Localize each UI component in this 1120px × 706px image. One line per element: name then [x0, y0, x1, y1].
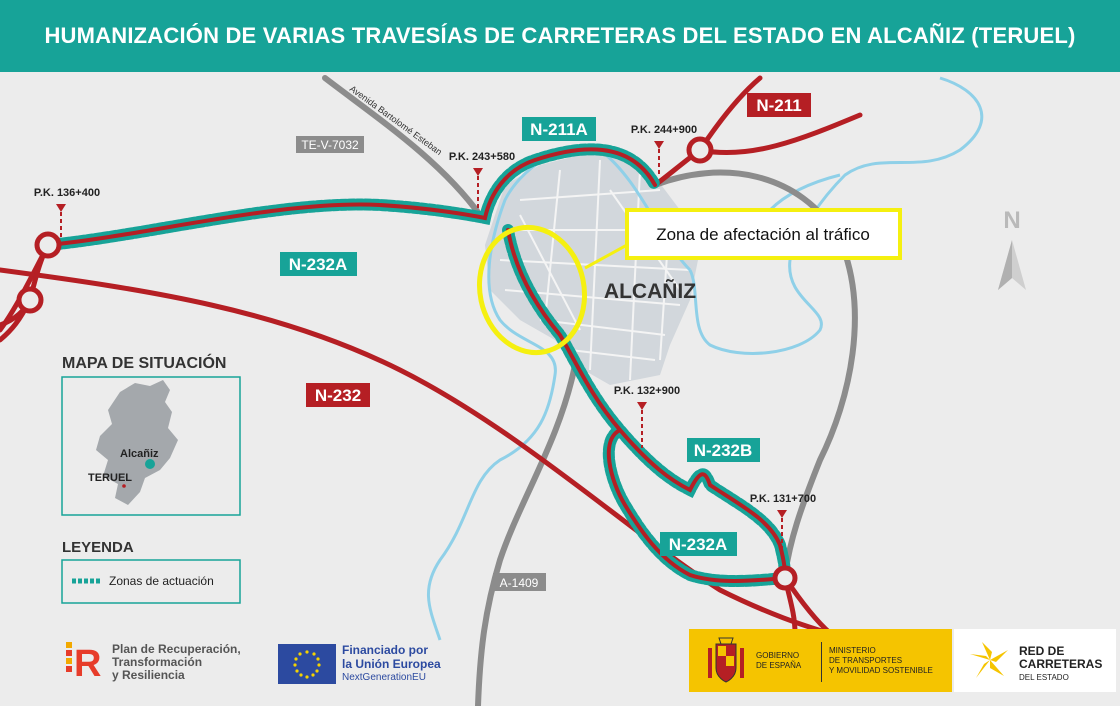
- city-label: ALCAÑIZ: [604, 280, 696, 303]
- svg-text:TE-V-7032: TE-V-7032: [301, 138, 359, 152]
- svg-text:P.K. 136+400: P.K. 136+400: [34, 187, 100, 199]
- gobierno-text: GOBIERNO DE ESPAÑA: [756, 651, 802, 670]
- callout-box: [625, 208, 902, 260]
- pk-marker-243: P.K. 243+580: [449, 151, 515, 210]
- svg-text:N-232A: N-232A: [289, 255, 348, 274]
- red-carreteras-panel: [954, 629, 1116, 692]
- eu-text: Financiado por la Unión Europea NextGene…: [342, 643, 441, 683]
- gray-road: [322, 75, 858, 706]
- pk-marker-244: P.K. 244+900: [631, 124, 697, 175]
- svg-text:A-1409: A-1409: [500, 576, 539, 590]
- svg-text:P.K. 131+700: P.K. 131+700: [750, 493, 816, 505]
- pk-marker-131: P.K. 131+700: [750, 493, 816, 560]
- red-carreteras-logo-icon: [970, 640, 1010, 682]
- ministerio-text: MINISTERIO DE TRANSPORTES Y MOVILIDAD SO…: [829, 646, 933, 675]
- svg-text:P.K. 244+900: P.K. 244+900: [631, 124, 697, 136]
- prtr-logo: R: [62, 640, 106, 685]
- actuation-zones: [42, 143, 792, 587]
- aragon-region: [96, 380, 178, 505]
- page-title: HUMANIZACIÓN DE VARIAS TRAVESÍAS DE CARR…: [44, 23, 1076, 48]
- roundabout: [16, 136, 798, 591]
- prtr-text: Plan de Recuperación, Transformación y R…: [112, 642, 241, 682]
- situation-map: Zona de afectación al tráfico ALCAÑIZ Av…: [0, 75, 1026, 706]
- red-carreteras-text: RED DE CARRETERAS DEL ESTADO: [1019, 644, 1103, 683]
- road-badge-n232a-west: N-232A: [280, 252, 357, 276]
- situation-alcaniz: Alcañiz: [120, 448, 159, 460]
- pk-marker-136: P.K. 136+400: [34, 187, 100, 240]
- coat-of-arms-icon: [706, 634, 746, 686]
- alcaniz-location-icon: [145, 459, 155, 469]
- legend-item: Zonas de actuación: [109, 574, 214, 588]
- svg-text:N-232: N-232: [315, 386, 361, 405]
- road-badge-n232: N-232: [306, 383, 370, 407]
- svg-text:P.K. 243+580: P.K. 243+580: [449, 151, 515, 163]
- ministerio-divider: [821, 642, 822, 682]
- eu-flag-icon: [278, 644, 336, 684]
- street-grid: [499, 159, 691, 381]
- svg-text:R: R: [74, 643, 101, 682]
- road-badge-n211a: N-211A: [522, 117, 596, 141]
- callout-text: Zona de afectación al tráfico: [656, 225, 870, 244]
- road-badge-n211: N-211: [747, 93, 811, 117]
- teruel-location-icon: [122, 484, 126, 488]
- svg-text:N-211A: N-211A: [530, 120, 588, 139]
- svg-text:N-211: N-211: [756, 96, 801, 115]
- pk-marker-132: P.K. 132+900: [614, 385, 680, 448]
- traffic-zone-highlight: [476, 224, 588, 356]
- road-badge-a1409: A-1409: [493, 573, 546, 591]
- svg-text:N: N: [1003, 207, 1020, 234]
- situation-title: MAPA DE SITUACIÓN: [62, 353, 226, 372]
- road-badge-tev7032: TE-V-7032: [296, 136, 364, 153]
- road-badge-n232a-south: N-232A: [660, 532, 737, 556]
- svg-text:P.K. 132+900: P.K. 132+900: [614, 385, 680, 397]
- svg-text:N-232B: N-232B: [694, 441, 753, 460]
- legend-title: LEYENDA: [62, 539, 134, 556]
- svg-text:N-232A: N-232A: [669, 535, 728, 554]
- situation-teruel: TERUEL: [88, 472, 132, 484]
- road-badge-n232b: N-232B: [687, 438, 760, 462]
- header-bar: HUMANIZACIÓN DE VARIAS TRAVESÍAS DE CARR…: [0, 0, 1120, 72]
- north-arrow-icon: N: [998, 207, 1026, 290]
